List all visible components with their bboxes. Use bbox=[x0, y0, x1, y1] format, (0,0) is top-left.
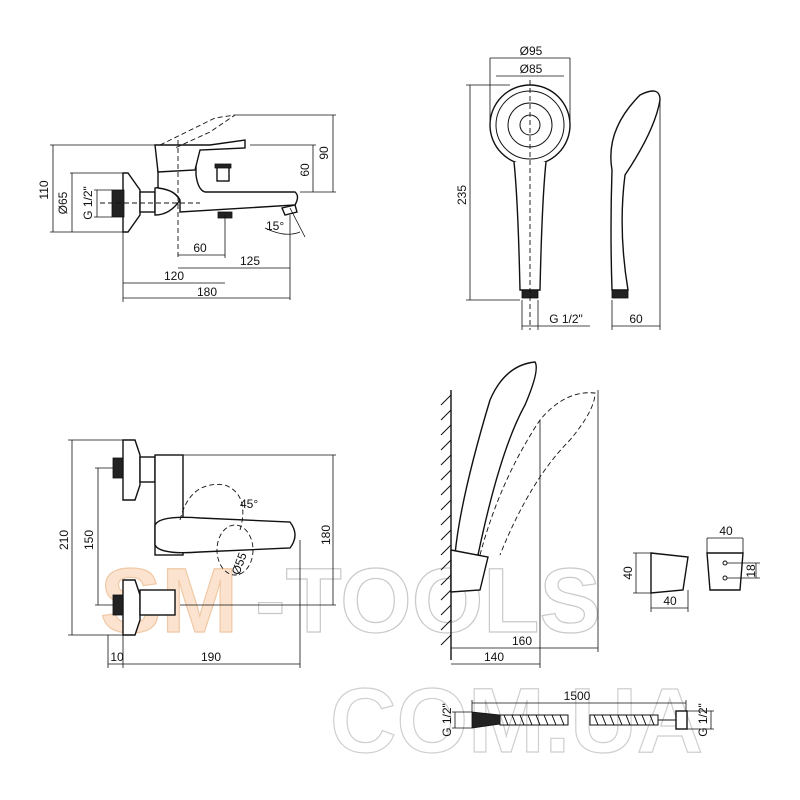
dim-hose-length: 1500 bbox=[564, 689, 591, 703]
dim-height-210: 210 bbox=[57, 530, 71, 550]
dim-lever-height: 90 bbox=[317, 146, 331, 160]
dim-10: 10 bbox=[110, 650, 124, 664]
dim-hose-thread-right: G 1/2" bbox=[696, 703, 710, 737]
dim-60: 60 bbox=[193, 241, 207, 255]
dim-holder-height: 40 bbox=[621, 566, 635, 580]
dim-190: 190 bbox=[201, 650, 221, 664]
dim-body-height: 60 bbox=[298, 163, 312, 177]
dim-outer-diameter: Ø95 bbox=[520, 44, 543, 58]
dim-holder-depth: 40 bbox=[663, 594, 677, 608]
watermark-tools: -TOOLS bbox=[255, 550, 601, 652]
dim-reach-160: 160 bbox=[512, 634, 532, 648]
dim-hole-spacing: 18 bbox=[744, 564, 758, 578]
hose-view: 1500 G 1/2" G 1/2" bbox=[440, 689, 714, 737]
hand-shower-view: Ø95 Ø85 235 G 1/2" 60 bbox=[455, 44, 661, 330]
dim-120: 120 bbox=[164, 269, 184, 283]
dim-shower-thread: G 1/2" bbox=[549, 312, 583, 326]
dim-180: 180 bbox=[197, 285, 217, 299]
watermark-domain: COM.UA bbox=[330, 670, 703, 772]
dim-inner-diameter: Ø85 bbox=[520, 62, 543, 76]
wall-holder-view: 160 140 40 40 40 18 bbox=[440, 361, 760, 668]
dim-reach-140: 140 bbox=[484, 650, 504, 664]
dim-lever-angle: 45° bbox=[240, 497, 258, 511]
dim-shower-depth: 60 bbox=[629, 312, 643, 326]
dim-shower-length: 235 bbox=[455, 185, 469, 205]
mixer-top-view: 210 150 180 45° Ø55 10 190 bbox=[57, 439, 336, 668]
dim-height-180: 180 bbox=[319, 525, 333, 545]
mixer-side-view: 110 Ø65 G 1/2" 90 60 15° 60 125 120 180 bbox=[37, 114, 336, 302]
dim-flange-diameter: Ø65 bbox=[56, 191, 70, 214]
dim-height-150: 150 bbox=[82, 530, 96, 550]
dim-holder-width: 40 bbox=[719, 524, 733, 538]
dim-height-110: 110 bbox=[37, 180, 51, 199]
watermark: SM -TOOLS COM.UA bbox=[99, 549, 703, 772]
dim-spout-angle: 15° bbox=[266, 219, 284, 233]
dim-125: 125 bbox=[240, 254, 260, 268]
dim-hose-thread-left: G 1/2" bbox=[440, 703, 454, 737]
dim-thread: G 1/2" bbox=[81, 186, 95, 220]
